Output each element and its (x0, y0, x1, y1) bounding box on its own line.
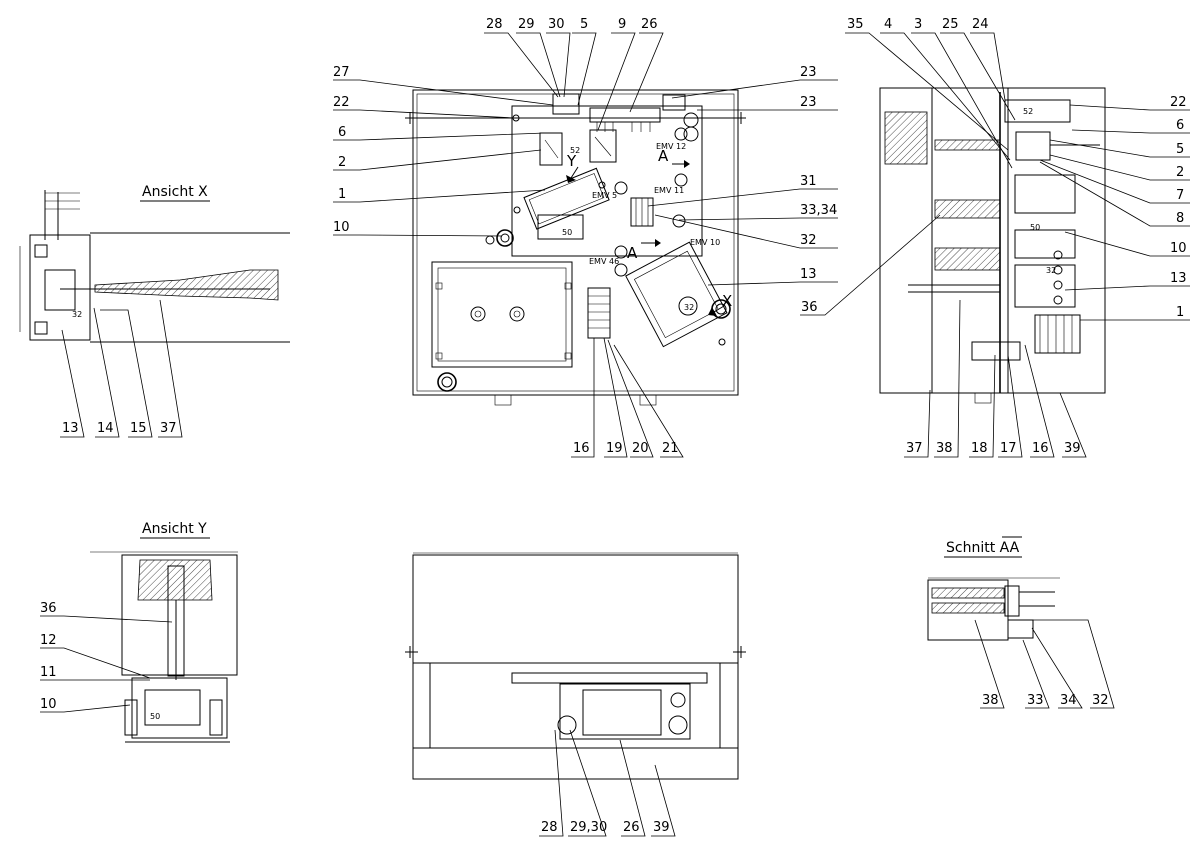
marker-x: X (722, 292, 732, 310)
callout-11: 11 (40, 665, 57, 680)
label-50-side: 50 (1030, 223, 1040, 232)
callout-28-top: 28 (486, 17, 503, 32)
callout-5-side: 5 (1176, 142, 1184, 157)
callout-2-side: 2 (1176, 165, 1184, 180)
callout-8: 8 (1176, 211, 1184, 226)
callout-6-side: 6 (1176, 118, 1184, 133)
callout-9-top: 9 (618, 17, 626, 32)
callout-34-aa: 34 (1060, 693, 1077, 708)
callout-33-aa: 33 (1027, 693, 1044, 708)
callout-16-front: 16 (573, 441, 590, 456)
callout-10-front: 10 (333, 220, 350, 235)
marker-y: Y (566, 152, 577, 170)
callout-20: 20 (632, 441, 649, 456)
callout-39-bottom: 39 (653, 820, 670, 835)
callout-1-front: 1 (338, 187, 346, 202)
label-50-front: 50 (562, 228, 572, 237)
section-aa (927, 577, 1060, 641)
callout-32-aa: 32 (1092, 693, 1109, 708)
label-emv46: EMV 46 (589, 257, 619, 266)
callout-22-side: 22 (1170, 95, 1187, 110)
callout-26-bottom: 26 (623, 820, 640, 835)
callout-4: 4 (884, 17, 892, 32)
callout-29-top: 29 (518, 17, 535, 32)
callout-38-aa: 38 (982, 693, 999, 708)
label-50-viewy: 50 (150, 712, 160, 721)
callout-37-side: 37 (906, 441, 923, 456)
callout-26-top: 26 (641, 17, 658, 32)
label-emv10: EMV 10 (690, 238, 720, 247)
callouts: 28 29 30 5 9 26 27 22 6 2 1 10 23 23 31 … (40, 17, 1187, 835)
callout-23-a: 23 (800, 65, 817, 80)
callout-18: 18 (971, 441, 988, 456)
front-view (405, 89, 746, 406)
callout-23-b: 23 (800, 95, 817, 110)
leaders-view-y (40, 615, 173, 713)
callout-35: 35 (847, 17, 864, 32)
leaders-section (974, 619, 1115, 709)
callout-3: 3 (914, 17, 922, 32)
callout-21: 21 (662, 441, 679, 456)
callout-37-x: 37 (160, 421, 177, 436)
callout-19: 19 (606, 441, 623, 456)
callout-13-x: 13 (62, 421, 79, 436)
view-x (19, 190, 290, 343)
callout-16-side: 16 (1032, 441, 1049, 456)
callout-5-top: 5 (580, 17, 588, 32)
leaders-view-x (60, 299, 183, 438)
view-title-y: Ansicht Y (142, 521, 207, 537)
callout-28-bottom: 28 (541, 820, 558, 835)
label-32-front: 32 (684, 303, 694, 312)
label-32-viewx: 32 (72, 310, 82, 319)
callout-17: 17 (1000, 441, 1017, 456)
callout-36-side: 36 (801, 300, 818, 315)
callout-14: 14 (97, 421, 114, 436)
callout-36-y: 36 (40, 601, 57, 616)
callout-10-y: 10 (40, 697, 57, 712)
callout-15: 15 (130, 421, 147, 436)
callout-27: 27 (333, 65, 350, 80)
callout-22-front: 22 (333, 95, 350, 110)
callout-13-front: 13 (800, 267, 817, 282)
marker-a-lower: A (627, 244, 638, 262)
view-title-x: Ansicht X (142, 184, 208, 200)
callout-1-side: 1 (1176, 305, 1184, 320)
callout-24: 24 (972, 17, 989, 32)
callout-38-side: 38 (936, 441, 953, 456)
callout-39-side: 39 (1064, 441, 1081, 456)
callout-32-front: 32 (800, 233, 817, 248)
callout-33-34-front: 33,34 (800, 203, 837, 218)
view-y (90, 551, 238, 743)
callout-12: 12 (40, 633, 57, 648)
callout-7: 7 (1176, 188, 1184, 203)
callout-25: 25 (942, 17, 959, 32)
view-title-section: Schnitt AA (946, 540, 1020, 556)
callout-2-front: 2 (338, 155, 346, 170)
side-view (879, 87, 1106, 404)
label-52-side: 52 (1023, 107, 1033, 116)
callout-30-top: 30 (548, 17, 565, 32)
bottom-view (405, 552, 746, 780)
marker-a-upper: A (658, 147, 669, 165)
label-emv11: EMV 11 (654, 186, 684, 195)
leaders-side (800, 32, 1190, 458)
callout-6-front: 6 (338, 125, 346, 140)
callout-31: 31 (800, 174, 817, 189)
label-emv12: EMV 12 (656, 142, 686, 151)
leaders-bottom (539, 729, 676, 837)
callout-13-side: 13 (1170, 271, 1187, 286)
callout-10-side: 10 (1170, 241, 1187, 256)
label-52-front: 52 (570, 146, 580, 155)
label-32-side: 32 (1046, 266, 1056, 275)
callout-29-30-bottom: 29,30 (570, 820, 607, 835)
label-emv5: EMV 5 (592, 191, 617, 200)
leaders-front (333, 32, 838, 458)
